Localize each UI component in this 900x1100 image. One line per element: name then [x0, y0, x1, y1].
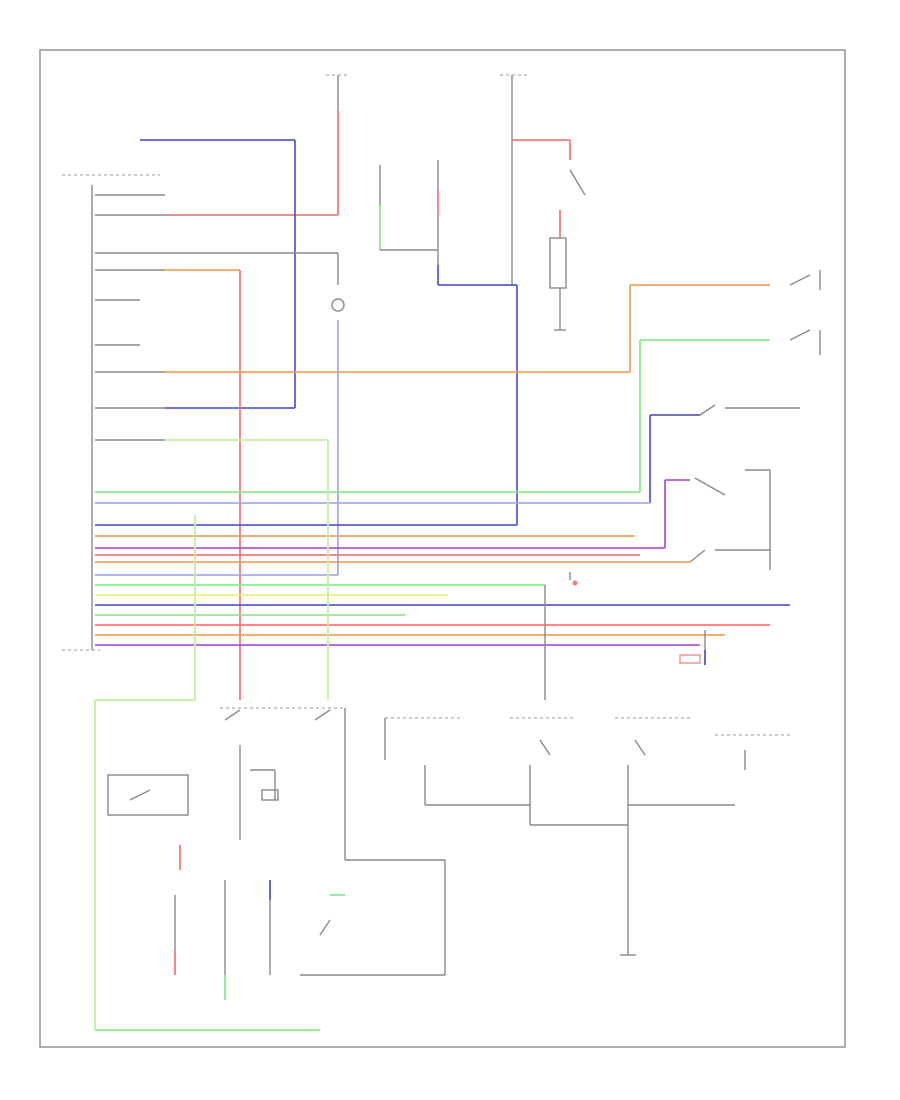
- harness-bus: [95, 524, 790, 646]
- key-warning-switch: [379, 160, 518, 525]
- door-unlock-sensor: [679, 630, 706, 665]
- ground-g1: [620, 945, 636, 956]
- hot-at-all-times-feed: [165, 74, 350, 216]
- lower-connectors: [174, 880, 331, 975]
- diagram-frame: [39, 49, 846, 1048]
- door-lock-actuator-rl: [615, 717, 735, 945]
- time-lock-relay: [250, 769, 279, 801]
- trunk-lid-switch: [95, 404, 800, 504]
- time-control-unit-block: [62, 174, 160, 651]
- theft-deterrent-indicator: [544, 572, 578, 700]
- warning-buzzer: [331, 253, 345, 575]
- ignition-key-switch-lower: [107, 774, 189, 870]
- hot-in-run-feed: [500, 74, 571, 285]
- ground-g2: [554, 320, 566, 331]
- hood-switch: [95, 469, 771, 570]
- horn-relay: [549, 169, 586, 320]
- door-lock-actuator-fr: [510, 717, 628, 826]
- green-wire-left: [94, 439, 329, 1031]
- door-lock-actuator-rr: [715, 734, 790, 770]
- blue-feed-left: [140, 139, 296, 409]
- bottom-connector: [224, 894, 345, 1000]
- headlight-switch: [95, 549, 770, 563]
- tcu-terminals: [95, 194, 165, 441]
- driver-door-switch: [165, 270, 821, 373]
- red-wire-tcu: [165, 269, 241, 700]
- lower-bus: [300, 859, 446, 976]
- passenger-door-switch: [95, 329, 821, 493]
- horn-relay-lower: [220, 707, 346, 860]
- door-lock-actuator-fl: [384, 717, 530, 806]
